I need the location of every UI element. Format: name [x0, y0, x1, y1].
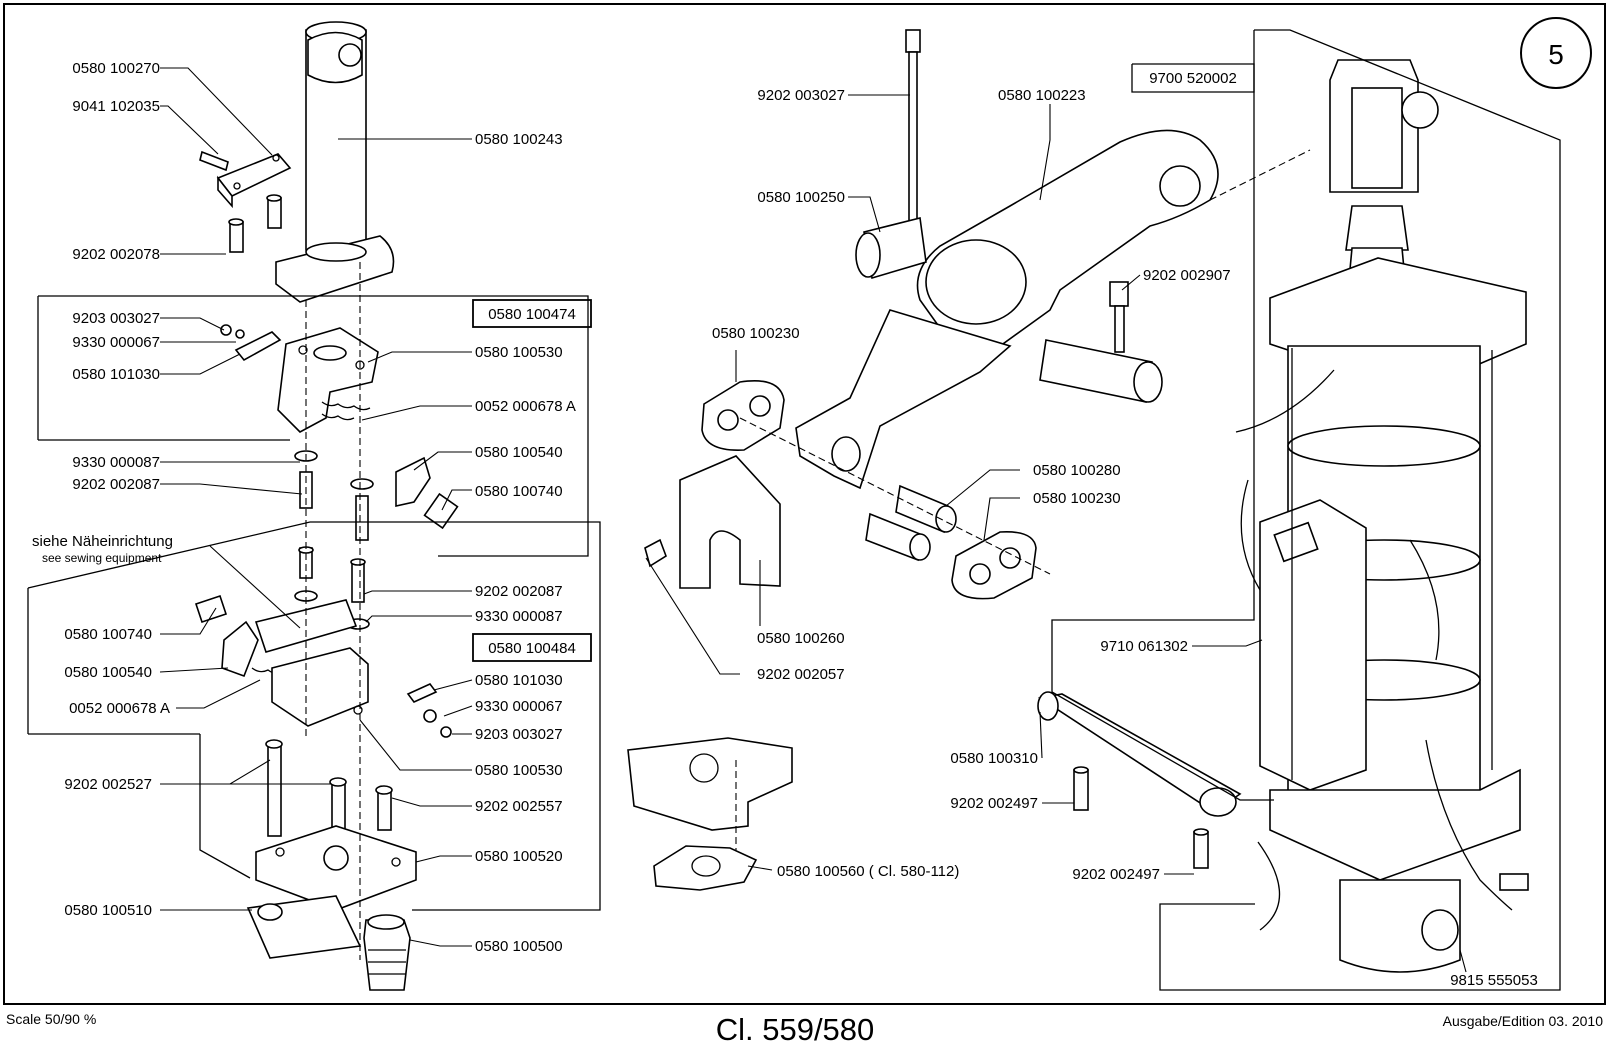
- part-label: 0580 100250: [757, 189, 845, 206]
- part-label: 0052 000678 A: [69, 700, 170, 717]
- part-label: 9202 002907: [1143, 267, 1231, 284]
- part-label: 9710 061302: [1100, 638, 1188, 655]
- part-label: 9815 555053: [1450, 972, 1538, 989]
- footer-model: Cl. 559/580: [716, 1012, 875, 1047]
- part-label: 9202 003027: [757, 87, 845, 104]
- assembly-label-0580-100484: 0580 100484: [488, 640, 576, 657]
- part-label: 9330 000067: [72, 334, 160, 351]
- assembly-box-0580-100484-frame: [472, 633, 592, 662]
- part-label: 9330 000067: [475, 698, 563, 715]
- part-label: 0580 100280: [1033, 462, 1121, 479]
- part-label: 0580 100540: [64, 664, 152, 681]
- part-label: 0580 100560 ( Cl. 580-112): [777, 863, 959, 880]
- part-label: 0580 100230: [712, 325, 800, 342]
- part-label: 9202 002057: [757, 666, 845, 683]
- leader-lines: [159, 63, 1467, 973]
- middle-part-labels: 9202 003027 0580 100223 0580 100250 9202…: [712, 87, 1231, 883]
- part-label: 0580 100530: [475, 762, 563, 779]
- part-label: 0580 100310: [950, 750, 1038, 767]
- part-label: 9202 002087: [72, 476, 160, 493]
- part-label: 0580 100230: [1033, 490, 1121, 507]
- footer-edition: Ausgabe/Edition 03. 2010: [1443, 1013, 1604, 1029]
- part-label: 9202 002527: [64, 776, 152, 793]
- part-label: 0580 100530: [475, 344, 563, 361]
- assembly-boxes: [27, 29, 1561, 991]
- assembly-box-0580-100474-frame: [472, 299, 592, 328]
- part-label: 9202 002497: [950, 795, 1038, 812]
- part-label: 0052 000678 A: [475, 398, 576, 415]
- right-part-labels: 9710 061302 9815 555053: [1100, 638, 1537, 989]
- part-label: 0580 100740: [475, 483, 563, 500]
- sheet-frame: [3, 3, 1606, 1005]
- note-de: siehe Näheinrichtung: [32, 533, 173, 550]
- part-label: 0580 100243: [475, 131, 563, 148]
- part-label: 9203 003027: [72, 310, 160, 327]
- left-part-labels: 0580 100270 9041 102035 0580 100243 9202…: [32, 60, 576, 955]
- middle-assembly-drawing: [627, 29, 1311, 891]
- part-label: 9202 002087: [475, 583, 563, 600]
- part-label: 0580 101030: [72, 366, 160, 383]
- part-label: 0580 101030: [475, 672, 563, 689]
- note-en: see sewing equipment: [42, 551, 162, 565]
- part-label: 0580 100223: [998, 87, 1086, 104]
- part-label: 0580 100540: [475, 444, 563, 461]
- page-number: 5: [1548, 39, 1564, 70]
- assembly-label-0580-100474: 0580 100474: [488, 306, 576, 323]
- part-label: 9330 000087: [475, 608, 563, 625]
- part-label: 9202 002557: [475, 798, 563, 815]
- part-label: 9330 000087: [72, 454, 160, 471]
- part-label: 9041 102035: [72, 98, 160, 115]
- left-assembly-drawing: [194, 21, 459, 991]
- part-label: 9202 002497: [1072, 866, 1160, 883]
- assembly-label-9700-520002: 9700 520002: [1149, 70, 1237, 87]
- page-number-circle: [1520, 17, 1592, 89]
- part-label: 9202 002078: [72, 246, 160, 263]
- part-label: 0580 100510: [64, 902, 152, 919]
- part-label: 0580 100260: [757, 630, 845, 647]
- part-label: 0580 100520: [475, 848, 563, 865]
- part-label: 0580 100500: [475, 938, 563, 955]
- footer-scale: Scale 50/90 %: [6, 1011, 96, 1027]
- right-cylinder-drawing: [1235, 59, 1529, 973]
- part-label: 0580 100270: [72, 60, 160, 77]
- part-label: 0580 100740: [64, 626, 152, 643]
- part-label: 9203 003027: [475, 726, 563, 743]
